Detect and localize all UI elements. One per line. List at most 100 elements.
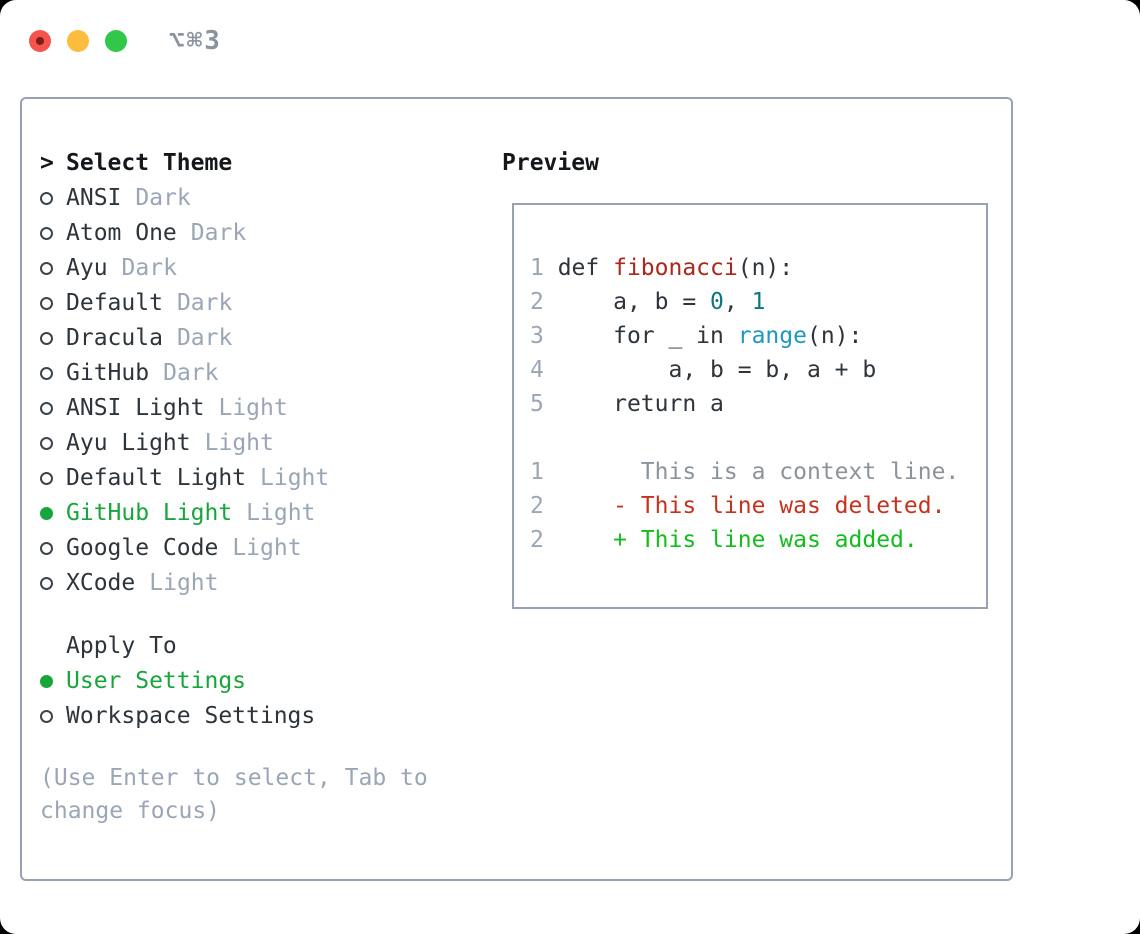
radio-icon [40,471,53,485]
radio-spacer [40,290,66,316]
radio-icon [40,226,53,240]
radio-spacer [40,325,66,351]
apply-option-label: Workspace Settings [66,702,316,729]
radio-spacer [40,668,66,694]
theme-option-default-dark[interactable]: Default Dark [40,285,329,320]
line-number: 2 [530,527,558,553]
theme-option-xcode-light[interactable]: XCode Light [40,565,329,600]
theme-option-ayu-dark[interactable]: Ayu Dark [40,250,329,285]
code-token-plain: , [723,289,752,315]
theme-option-dracula-dark[interactable]: Dracula Dark [40,320,329,355]
theme-variant: Light [260,464,330,491]
line-number: 5 [530,391,558,417]
apply-option-label: User Settings [66,667,247,694]
radio-icon [40,436,53,450]
code-token-del: - This line was deleted. [613,493,946,519]
theme-variant: Dark [163,359,219,386]
radio-spacer [40,465,66,491]
radio-icon [40,296,53,310]
record-dot-icon [36,37,44,45]
apply-option-user-settings[interactable]: User Settings [40,663,315,698]
theme-name: Ayu [66,254,108,281]
theme-name: Google Code [66,534,219,561]
apply-panel-header: Apply To [40,628,315,663]
theme-option-google-code-light[interactable]: Google Code Light [40,530,329,565]
code-token-plain: (n): [806,323,863,349]
theme-option-github-light-light[interactable]: GitHub Light Light [40,495,329,530]
radio-spacer [40,570,66,596]
line-number: 2 [530,493,558,519]
line-number: 1 [530,255,558,281]
theme-name: Dracula [66,324,163,351]
theme-name: ANSI [66,184,122,211]
code-token-numlit: 1 [751,289,766,315]
theme-variant: Light [246,499,316,526]
radio-selected-icon [40,506,53,520]
radio-icon [40,366,53,380]
radio-spacer [40,703,66,729]
theme-variant: Dark [121,254,177,281]
theme-variant: Dark [176,289,233,316]
code-token-plain [558,527,613,553]
radio-spacer [40,185,66,211]
code-token-plain: a, b = b, a + b [557,357,877,383]
theme-panel-title: Select Theme [66,149,233,176]
theme-name: XCode [66,569,136,596]
code-token-plain: a, b = [557,289,711,315]
theme-panel-header: > Select Theme [40,145,329,180]
code-token-builtin: range [737,323,807,349]
prompt-icon: > [40,149,54,176]
radio-spacer [40,500,66,526]
apply-panel-title: Apply To [66,632,177,659]
line-number: 3 [530,323,558,349]
code-line: 1 This is a context line. [530,455,986,489]
radio-icon [40,576,53,590]
close-button[interactable] [29,30,51,52]
theme-name: GitHub Light [66,499,233,526]
apply-option-workspace-settings[interactable]: Workspace Settings [40,698,315,733]
line-number: 2 [530,289,558,315]
radio-icon [40,709,53,723]
titlebar: ⌥⌘3 [29,26,222,56]
help-text: (Use Enter to select, Tab to change focu… [40,765,428,824]
code-line [530,421,986,455]
theme-variant: Dark [176,324,233,351]
code-line: 3 for _ in range(n): [530,319,986,353]
keyboard-shortcut-label: ⌥⌘3 [169,26,222,56]
radio-spacer [40,430,66,456]
theme-name: Default [66,289,163,316]
theme-name: Atom One [66,219,177,246]
code-line: 1 def fibonacci(n): [530,251,986,285]
theme-name: ANSI Light [66,394,205,421]
theme-variant: Light [204,429,274,456]
minimize-button[interactable] [67,30,89,52]
code-line: 2 - This line was deleted. [530,489,986,523]
theme-option-ayu-light-light[interactable]: Ayu Light Light [40,425,329,460]
radio-icon [40,331,53,345]
theme-name: GitHub [66,359,150,386]
theme-name: Ayu Light [66,429,191,456]
code-line: 5 return a [530,387,986,421]
code-line: 4 a, b = b, a + b [530,353,986,387]
code-token-add: + This line was added. [613,527,918,553]
radio-icon [40,191,53,205]
theme-option-github-dark[interactable]: GitHub Dark [40,355,329,390]
theme-name: Default Light [66,464,247,491]
maximize-button[interactable] [105,30,127,52]
code-token-func: fibonacci [613,255,738,281]
radio-spacer [40,535,66,561]
theme-option-default-light-light[interactable]: Default Light Light [40,460,329,495]
code-token-plain: def [557,255,614,281]
theme-variant: Light [149,569,219,596]
theme-variant: Light [232,534,302,561]
code-line: 2 a, b = 0, 1 [530,285,986,319]
